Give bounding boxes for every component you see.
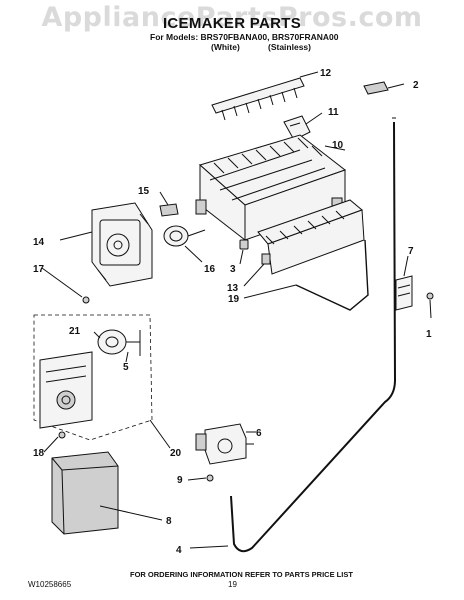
part-motor-module [91,202,153,287]
part-fill-tube [230,117,397,553]
callout-19: 19 [228,294,240,305]
ordering-note: FOR ORDERING INFORMATION REFER TO PARTS … [130,570,353,579]
callout-5: 5 [123,362,129,373]
leader-lines [41,71,432,549]
part-bracket-side [395,275,413,311]
variant-stainless: (Stainless) [268,42,311,52]
watermark: AppliancePartsPros.com [41,2,423,33]
document-number: W10258665 [28,580,72,589]
callout-15: 15 [138,186,150,197]
model-list: For Models: BRS70FBANA00, BRS70FRANA00 [150,32,339,42]
part-shutoff-arm [295,239,369,311]
callout-11: 11 [328,107,339,118]
callout-2: 2 [413,80,419,91]
callout-18: 18 [33,448,45,459]
callout-12: 12 [320,68,332,79]
part-control-plate [39,351,93,429]
callout-14: 14 [33,237,45,248]
page-number: 19 [228,580,237,589]
callout-10: 10 [332,140,344,151]
part-screw-side [426,292,434,300]
part-bracket [283,115,311,141]
variant-white: (White) [211,42,240,52]
callout-16: 16 [204,264,216,275]
callout-20: 20 [170,448,182,459]
callout-13: 13 [227,283,239,294]
part-motor [97,329,141,356]
part-thermostat [163,225,206,247]
page-title: ICEMAKER PARTS [162,15,302,32]
callout-labels: 1 2 3 4 5 6 7 8 9 10 11 12 13 14 15 16 1… [33,68,432,556]
part-screw [82,296,90,304]
callout-21: 21 [69,326,81,337]
part-water-valve [195,423,254,465]
callout-17: 17 [33,264,45,275]
callout-3: 3 [230,264,236,275]
part-clip [239,239,249,250]
part-ejector [211,77,305,121]
part-clamp [363,81,389,95]
part-valve-screw [206,474,214,482]
callout-7: 7 [408,246,414,257]
callout-4: 4 [176,545,182,556]
callout-6: 6 [256,428,262,439]
part-cover [51,451,119,535]
part-screw-lower [58,431,66,439]
part-fill-cup [257,199,365,275]
callout-1: 1 [426,329,432,340]
part-switch [159,203,179,217]
callout-8: 8 [166,516,172,527]
assembly-box [33,314,153,441]
callout-9: 9 [177,475,183,486]
